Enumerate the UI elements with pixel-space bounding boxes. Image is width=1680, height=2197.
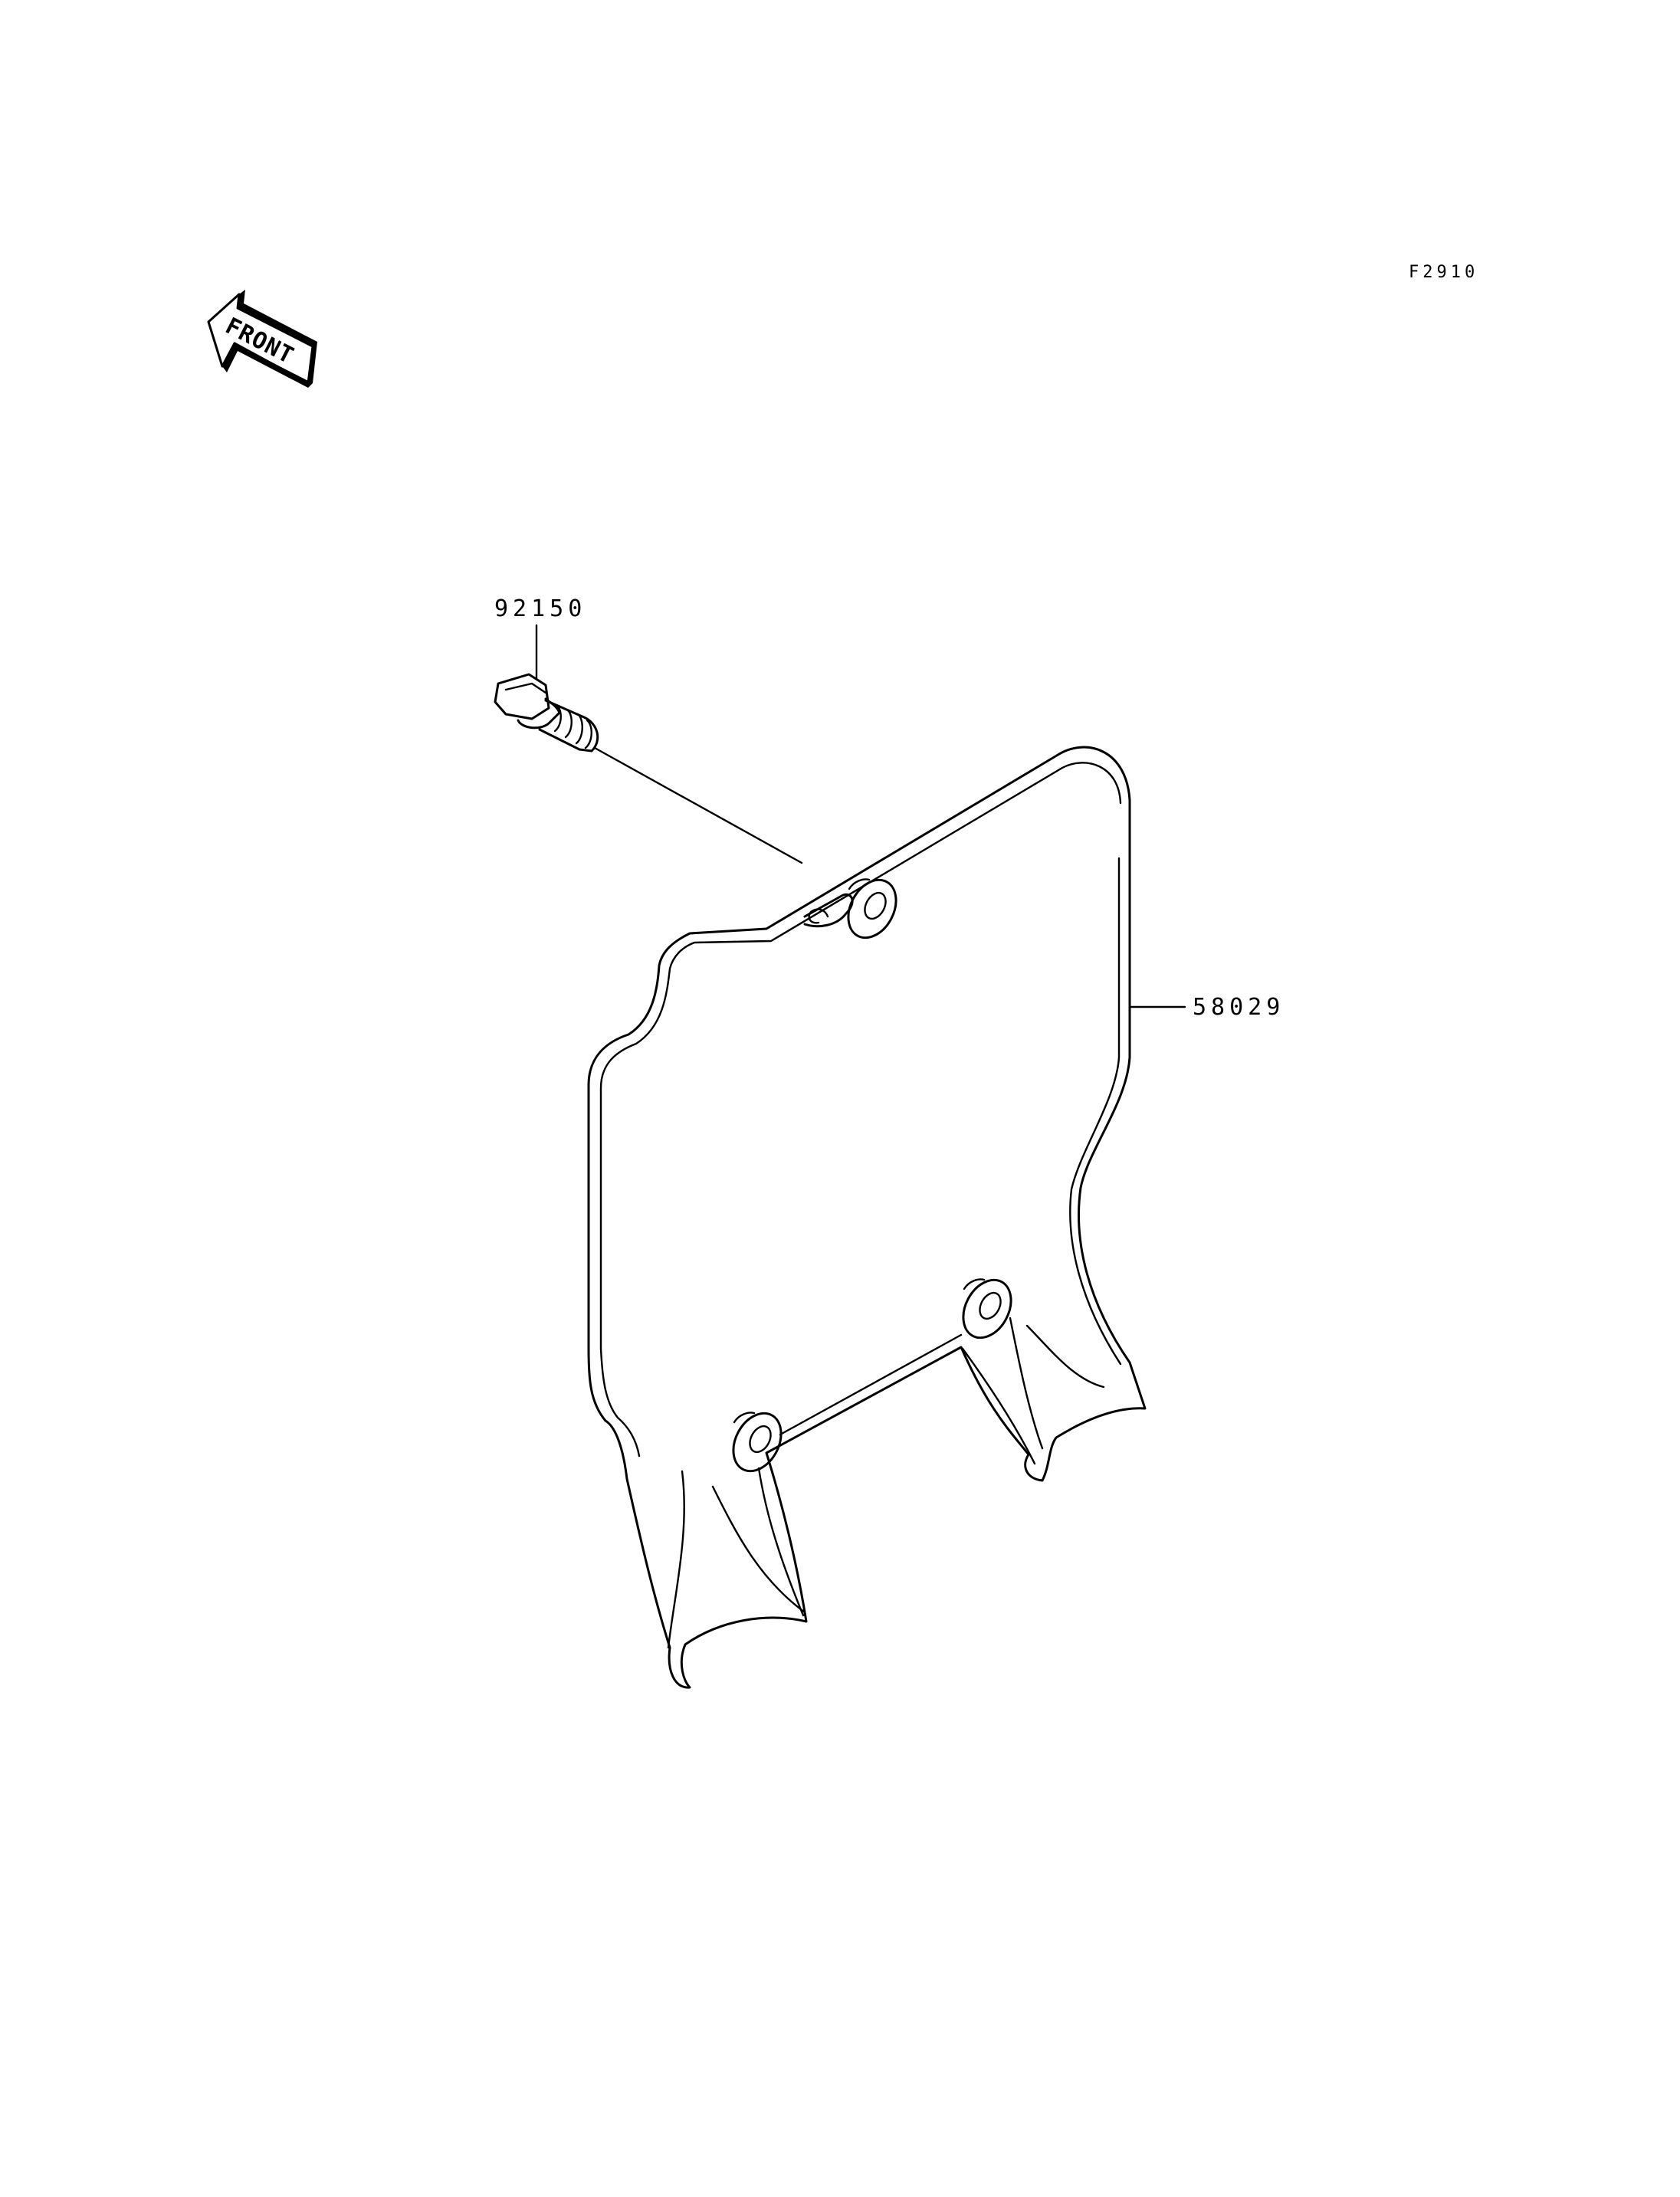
figure-code: F2910 [1409,263,1478,282]
bolt-92150 [494,673,599,753]
front-arrow-icon: FRONT [207,290,317,388]
bolt-assembly-line [593,746,803,864]
part-label-58029: 58029 [1193,994,1285,1021]
part-label-92150: 92150 [494,595,586,622]
number-plate-58029 [587,746,1147,1689]
